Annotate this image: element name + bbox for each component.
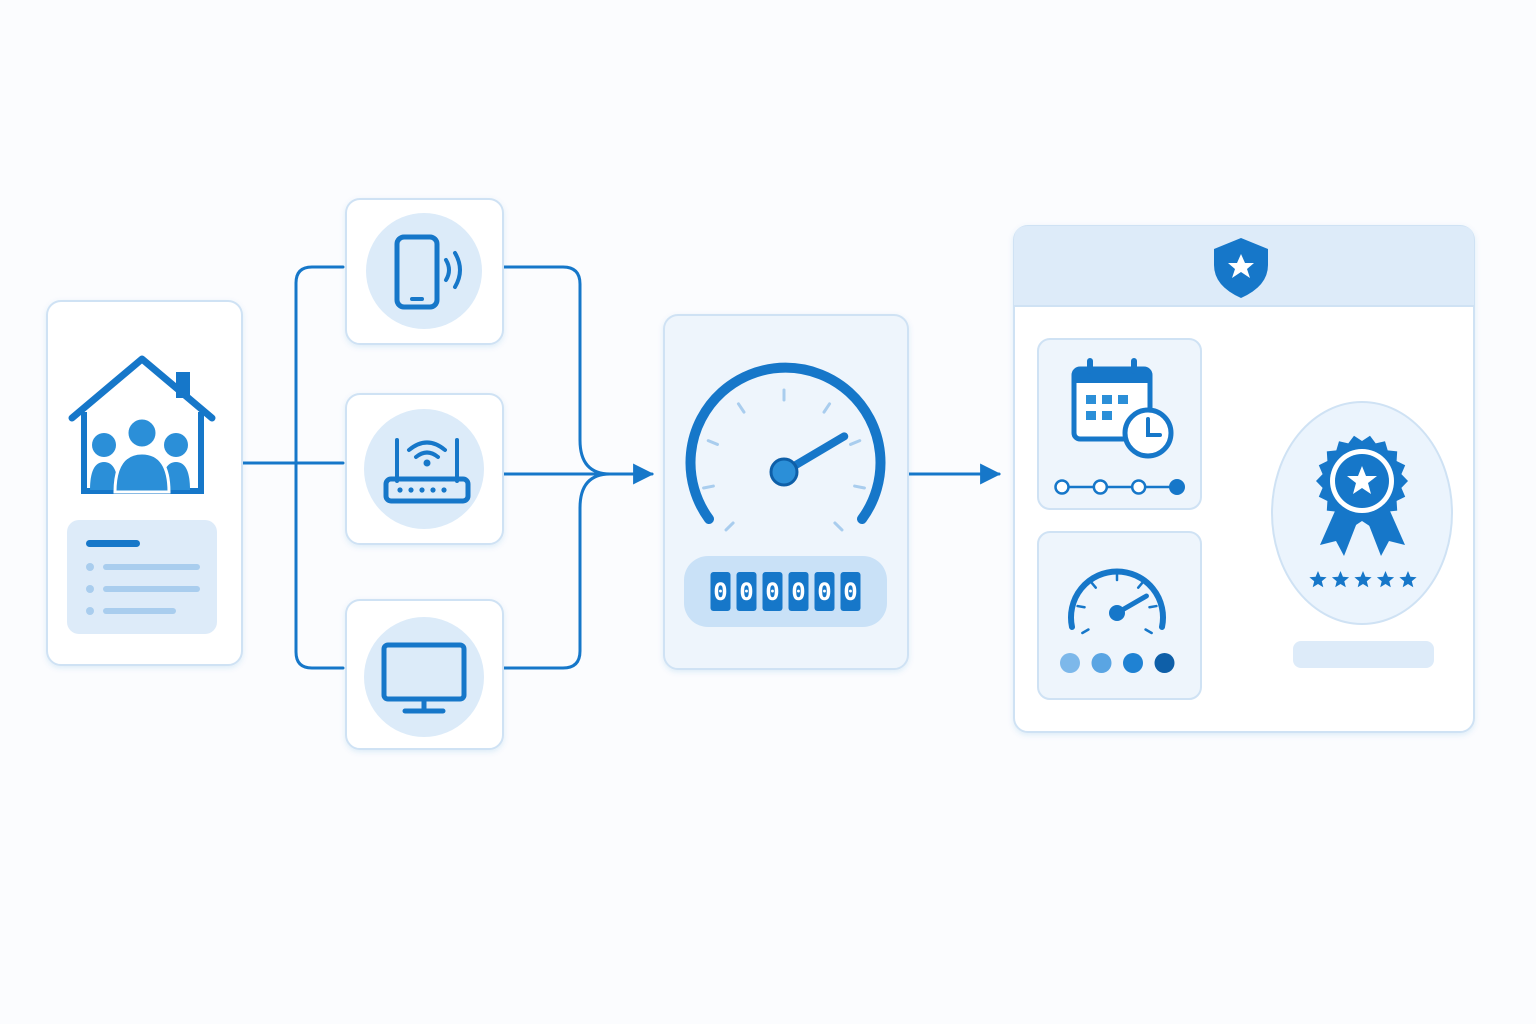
award-ribbon-icon bbox=[1316, 435, 1408, 556]
quality-card bbox=[1037, 531, 1202, 700]
gauge-tick bbox=[822, 402, 832, 414]
award-label-placeholder bbox=[1293, 641, 1434, 668]
quality-dot bbox=[1154, 653, 1175, 673]
household-card bbox=[46, 300, 243, 666]
small-gauge-tick bbox=[1090, 581, 1098, 589]
rating-star bbox=[1354, 571, 1372, 588]
television-icon bbox=[381, 642, 467, 714]
timeline-step bbox=[1130, 479, 1147, 495]
rating-star bbox=[1376, 571, 1395, 588]
meter-digit: 0 bbox=[843, 578, 857, 606]
device-card-tv bbox=[345, 599, 504, 750]
meter-digit: 0 bbox=[739, 578, 753, 606]
rating-stars bbox=[1309, 571, 1417, 588]
quality-dot bbox=[1123, 653, 1143, 673]
meter-digit: 0 bbox=[817, 578, 831, 606]
meter-digit-box bbox=[762, 572, 783, 611]
meter-digit: 0 bbox=[791, 578, 805, 606]
device-card-router bbox=[345, 393, 504, 545]
meter-digit-box bbox=[814, 572, 835, 611]
gauge-tick bbox=[724, 521, 735, 532]
shield-star-icon bbox=[1214, 238, 1268, 298]
wifi-router-icon bbox=[383, 438, 471, 504]
rating-star bbox=[1331, 571, 1350, 588]
timeline-step bbox=[1054, 479, 1070, 495]
speedometer-icon bbox=[685, 362, 886, 532]
gauge-tick bbox=[833, 521, 844, 532]
meter-digit-box bbox=[736, 572, 757, 611]
small-gauge-tick bbox=[1144, 628, 1153, 635]
calendar-clock-icon bbox=[1071, 358, 1174, 459]
results-panel bbox=[1013, 225, 1475, 733]
smartphone-signal-icon bbox=[394, 234, 462, 310]
gauge-tick bbox=[849, 439, 862, 446]
timeline-step bbox=[1092, 479, 1109, 495]
rating-star bbox=[1399, 571, 1417, 588]
connector-household-to-devices bbox=[241, 265, 345, 670]
small-gauge-tick bbox=[1148, 604, 1158, 609]
meter-digit-box bbox=[710, 572, 731, 611]
small-speedometer-icon bbox=[1068, 568, 1166, 635]
award-badge bbox=[1271, 401, 1453, 625]
meter-digit-box bbox=[840, 572, 861, 611]
gauge-tick bbox=[736, 402, 746, 414]
gauge-tick bbox=[702, 484, 715, 490]
quality-dot bbox=[1060, 653, 1080, 673]
rating-star bbox=[1309, 571, 1327, 588]
meter-digit-box bbox=[788, 572, 809, 611]
household-info-panel bbox=[67, 520, 217, 634]
device-card-phone bbox=[345, 198, 504, 345]
gauge-tick bbox=[853, 484, 866, 490]
meter-digit: 0 bbox=[765, 578, 779, 606]
quality-dot bbox=[1091, 653, 1112, 673]
connector-devices-to-gauge bbox=[502, 265, 652, 670]
quality-dots bbox=[1060, 653, 1175, 673]
meter-digit: 0 bbox=[713, 578, 727, 606]
gauge-tick bbox=[706, 439, 719, 446]
small-gauge-tick bbox=[1136, 581, 1144, 589]
timeline-step bbox=[1169, 479, 1185, 495]
small-gauge-tick bbox=[1081, 628, 1090, 635]
timeline bbox=[1054, 479, 1185, 495]
house-with-people-icon bbox=[68, 355, 216, 494]
schedule-card bbox=[1037, 338, 1202, 510]
small-gauge-tick bbox=[1076, 604, 1086, 609]
